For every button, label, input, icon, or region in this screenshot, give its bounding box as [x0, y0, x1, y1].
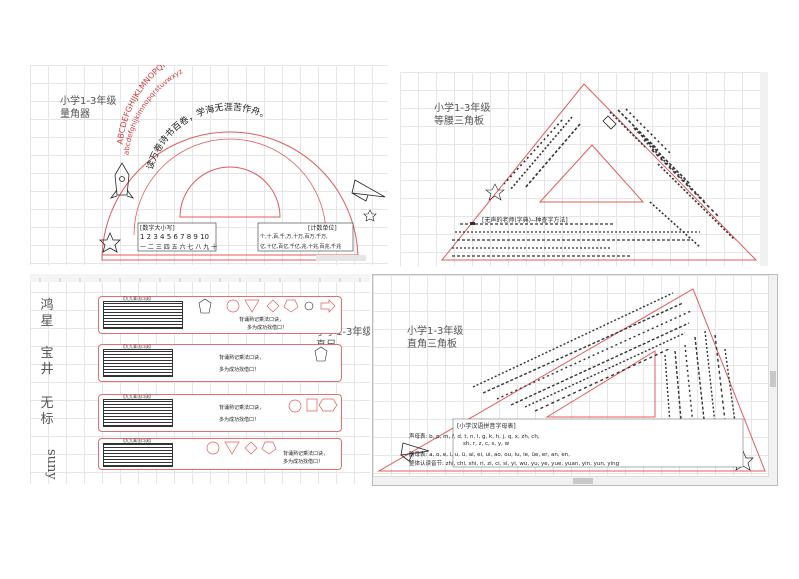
paper-plane-icon	[351, 179, 386, 202]
ruler-strip-4: 【九九乘法口诀】 背诵熟记乘法口诀， 多为成功找借口！	[98, 438, 342, 470]
pencil-icon	[602, 115, 617, 130]
ruler-strip-2: 【九九乘法口诀】 背诵熟记乘法口诀， 多为成功找借口！	[98, 344, 342, 382]
vertical-scroll-thumb[interactable]	[770, 371, 776, 387]
units-row-1: 个,十,百,千,万,十万,百万,千万,	[260, 234, 328, 240]
isosceles-panel: 小学1-3年级 等腰三角板	[400, 72, 768, 266]
digits-row: 1 2 3 4 5 6 7 8 9 10	[140, 233, 210, 241]
protractor-panel: 小学1-3年级 量角器 读万卷诗书百卷，学海无涯苦作舟。 ABCDEFGHIJK…	[30, 65, 388, 265]
isosceles-label: 小学1-3年级 等腰三角板	[434, 103, 491, 127]
pinyin-row-2: 韵母表: a, o, e, i, u, ü, ai, ei, ui, ao, o…	[409, 452, 570, 458]
ruler-panel: 鸿星 宝井 无标 suny 小学1-3年级 直尺 【九九乘法口诀】 背诵熟记乘法…	[30, 274, 370, 484]
right-triangle-panel: 小学1-3年级 直角三角板 [小学汉语拼音字母表] 声母表: b, p,	[372, 274, 778, 486]
star-icon	[99, 231, 121, 253]
multiplication-table-title: 【九九乘法口诀】	[121, 296, 153, 301]
ruler-strip-3: 【九九乘法口诀】 背诵熟记乘法口诀， 多为成功找借口！	[98, 394, 342, 432]
units-row-2: 亿,十亿,百亿,千亿,兆,十兆,百兆,千兆	[260, 244, 342, 250]
protractor-label: 小学1-3年级 量角器	[60, 96, 117, 120]
rocket-icon	[109, 162, 135, 199]
right-triangle-label: 小学1-3年级 直角三角板	[407, 326, 464, 350]
pinyin-row-1: 声母表: b, p, m, f, d, t, n, l, g, k, h, j,…	[409, 434, 540, 440]
paper-plane-icon	[400, 442, 430, 462]
right-triangle-drawing	[377, 288, 766, 472]
ruler-slogan-2: 多为成功找借口！	[247, 325, 288, 331]
digits-cn-row: 一 二 三 四 五 六 七 八 九 十	[140, 244, 218, 251]
units-box-title: [计数单位]	[308, 225, 337, 232]
horizontal-scroll-thumb[interactable]	[573, 478, 593, 484]
pinyin-row-3: 整体认读音节: zhi, chi, shi, ri, zi, ci, si, y…	[409, 461, 620, 467]
protractor-slogan: 读万卷诗书百卷，学海无涯苦作舟。	[144, 101, 271, 171]
protractor-drawing: 读万卷诗书百卷，学海无涯苦作舟。 ABCDEFGHIJKLMNOPQRSTUVW…	[99, 65, 386, 261]
isosceles-drawing	[440, 72, 768, 266]
vertical-scrollbar[interactable]	[768, 275, 777, 485]
horizontal-scrollbar[interactable]	[373, 476, 769, 485]
right-section-title: [小学汉语拼音字母表]	[457, 423, 516, 430]
brand-label-3: 无标	[40, 396, 54, 427]
isosceles-section-title: [无声的老师(字典)--种查字方法]	[482, 217, 568, 224]
pinyin-row-1b: sh, r, z, c, s, y, w	[463, 441, 510, 447]
multiplication-table	[103, 301, 183, 329]
digits-box-title: [数字大小写]	[140, 225, 175, 232]
star-icon	[485, 183, 505, 201]
ruler-slogan-1: 背诵熟记乘法口诀，	[239, 317, 285, 323]
ruler-strip-1: 【九九乘法口诀】 背诵熟记乘法口诀， 多为成功找借口！	[98, 296, 342, 334]
brand-label-2: 宝井	[40, 346, 54, 377]
brand-label-4: suny	[44, 449, 59, 480]
brand-label-1: 鸿星	[40, 298, 54, 329]
